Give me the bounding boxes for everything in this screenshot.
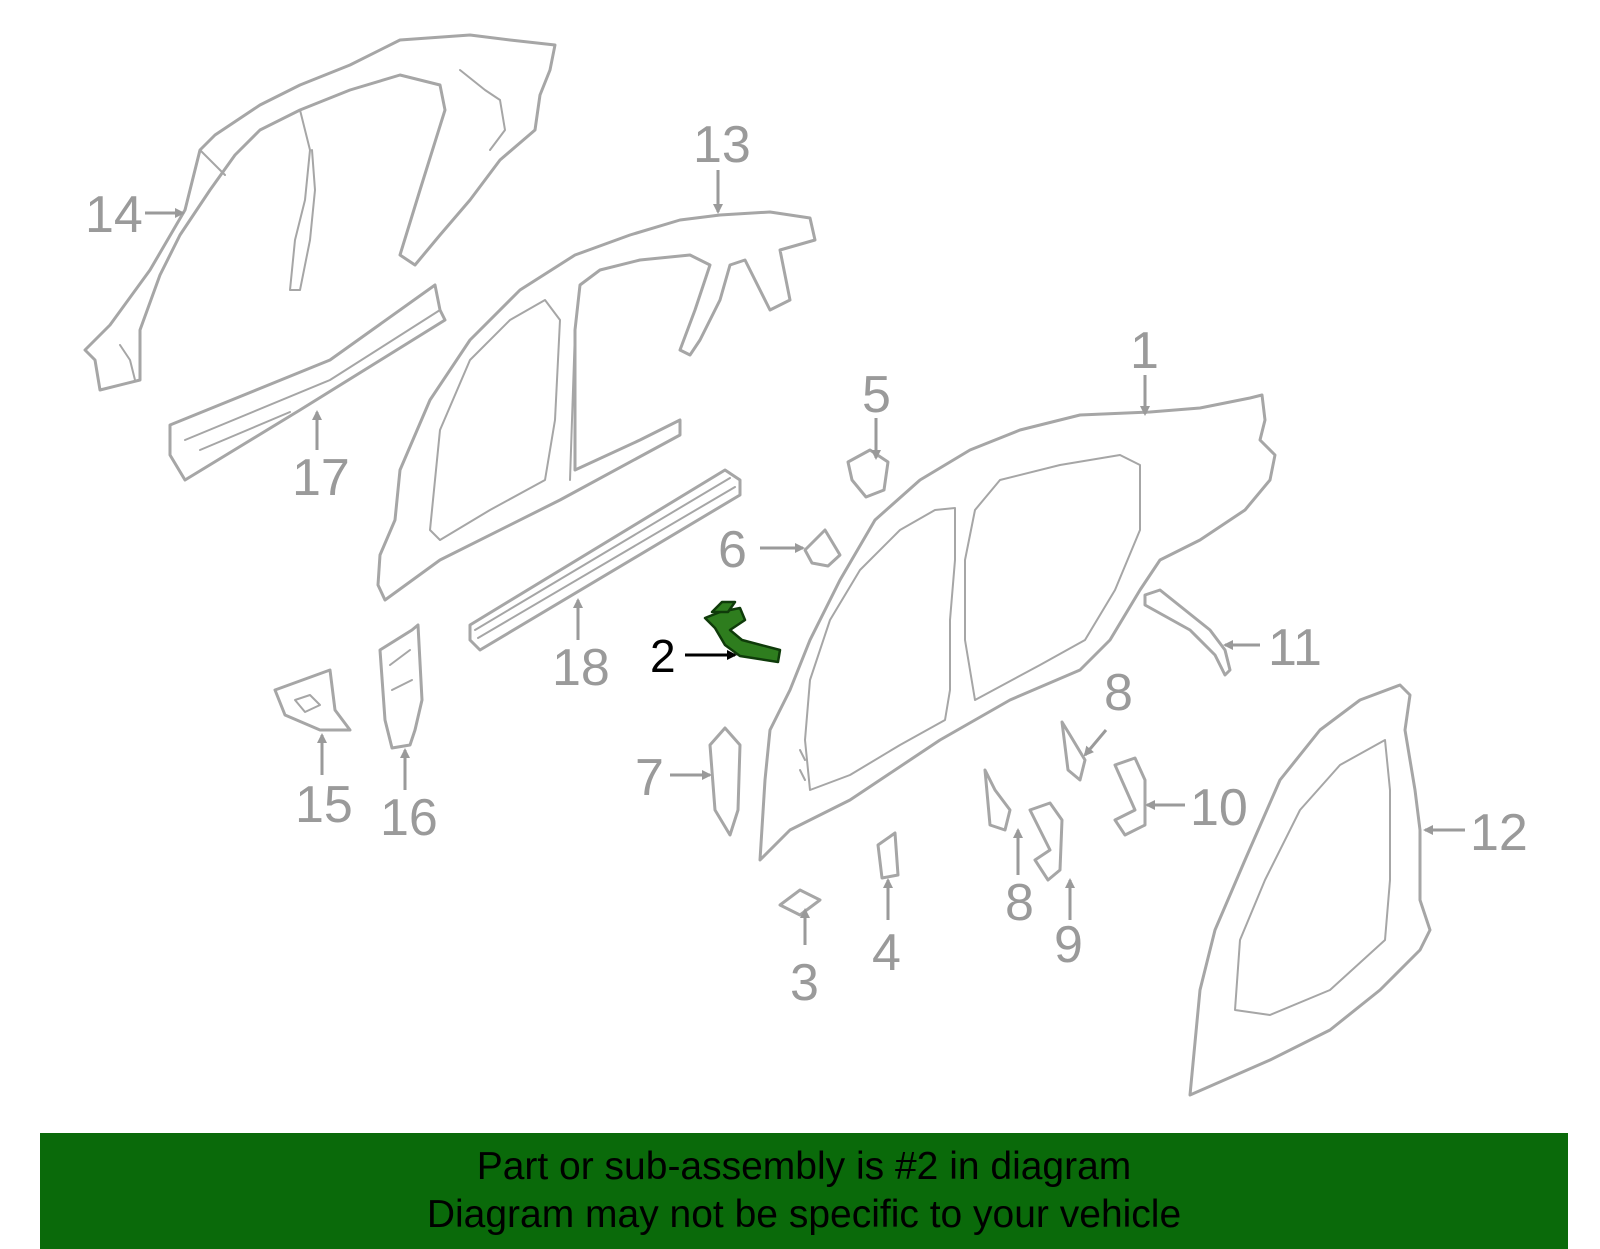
callout-labels: 1 2 3 4 5 6 7 8 8 9 10 11 12 13 14 15 16… [85,116,1528,1012]
banner-line-1: Part or sub-assembly is #2 in diagram [476,1145,1132,1188]
part-10-bracket [1113,756,1147,837]
part-14-inner-side-frame [83,33,557,392]
callout-18: 18 [552,639,610,697]
part-17-sill-reinforcement [168,283,447,482]
callout-16: 16 [380,789,438,847]
callout-11: 11 [1268,619,1322,677]
callout-7: 7 [635,749,664,807]
part-12-outer-side-frame [1188,683,1432,1097]
callout-8-lower: 8 [1005,874,1034,932]
part-4-bracket [876,831,900,880]
part-3-bracket [778,888,822,917]
part-18-rocker-panel [468,468,742,652]
callout-5: 5 [862,366,891,424]
part-16-reinforcement [378,623,424,750]
info-banner: Part or sub-assembly is #2 in diagram Di… [40,1133,1568,1249]
part-2-highlighted [703,600,782,664]
callout-12: 12 [1470,804,1528,862]
callout-3: 3 [790,954,819,1012]
part-9-bracket [1028,801,1064,882]
callout-15: 15 [295,776,353,834]
part-6-bracket [803,528,842,568]
callout-17: 17 [292,449,350,507]
part-15-bracket [273,668,352,732]
callout-2: 2 [650,630,676,682]
callout-8-upper: 8 [1104,664,1133,722]
part-13-inner-side-panel [376,210,817,602]
part-11-trim-strip [1143,588,1232,677]
part-1-outer-side-panel [758,393,1277,862]
part-8-lower-bracket [983,768,1012,832]
callout-4: 4 [872,924,901,982]
part-8-upper-bracket [1060,720,1087,782]
part-5-bracket [846,448,890,499]
callout-6: 6 [718,521,747,579]
callout-1: 1 [1130,322,1159,380]
callout-14: 14 [85,186,143,244]
banner-line-2: Diagram may not be specific to your vehi… [426,1193,1182,1236]
callout-arrows [145,170,1465,945]
callout-9: 9 [1054,916,1083,974]
callout-13: 13 [693,116,751,174]
part-7-pillar-reinforcement [708,726,742,837]
callout-10: 10 [1190,779,1248,837]
